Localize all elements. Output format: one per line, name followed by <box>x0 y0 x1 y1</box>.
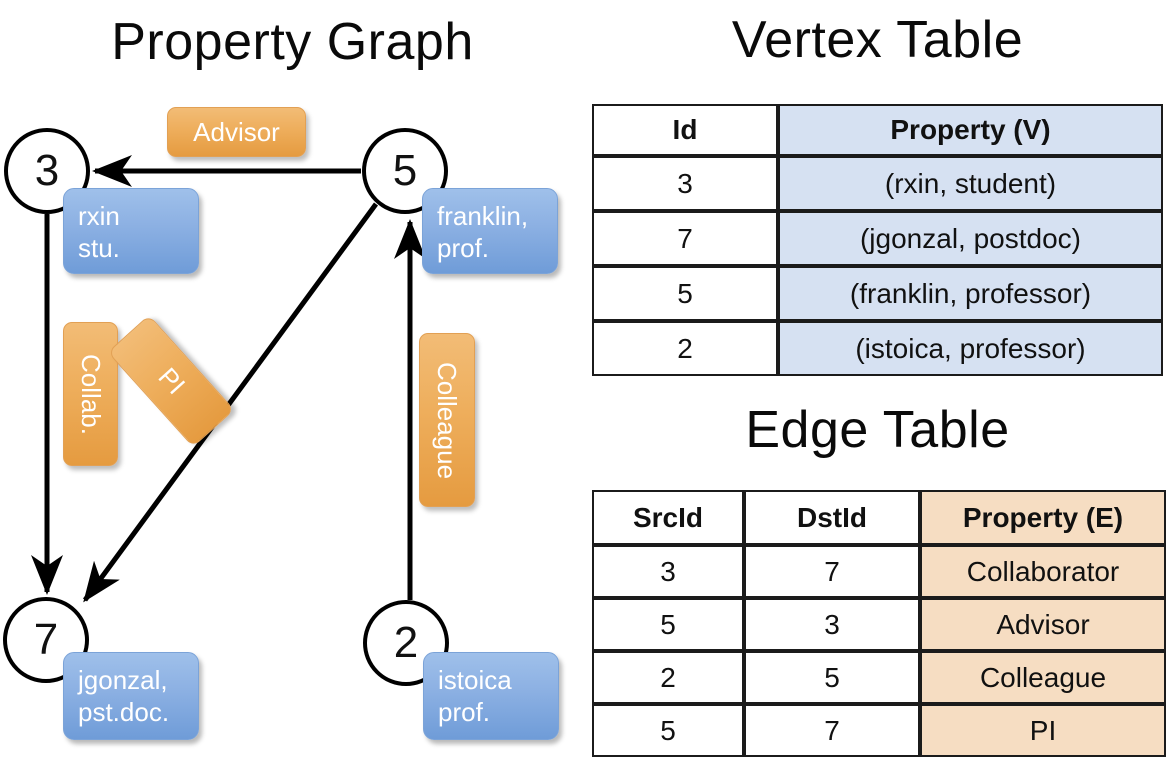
edge-5-to-7 <box>82 202 379 603</box>
edge-cell-srcid: 5 <box>592 704 744 757</box>
edge-cell-property: Colleague <box>920 651 1166 704</box>
vertex-cell-property: (rxin, student) <box>778 156 1163 211</box>
edge-table-header-row: SrcId DstId Property (E) <box>592 490 1166 545</box>
page-title-property-graph: Property Graph <box>111 13 474 71</box>
vertex-cell-property: (jgonzal, postdoc) <box>778 211 1163 266</box>
vertex-table-row: 7 (jgonzal, postdoc) <box>592 211 1163 266</box>
edge-table-header-srcid: SrcId <box>592 490 744 545</box>
edge-cell-srcid: 5 <box>592 598 744 651</box>
vertex-table: Id Property (V) 3 (rxin, student) 7 (jgo… <box>592 104 1163 376</box>
node-property-callout-7: jgonzal, pst.doc. <box>63 652 199 740</box>
edge-cell-dstid: 5 <box>744 651 920 704</box>
vertex-table-row: 2 (istoica, professor) <box>592 321 1163 376</box>
vertex-cell-property: (franklin, professor) <box>778 266 1163 321</box>
edge-cell-srcid: 3 <box>592 545 744 598</box>
node-property-callout-3: rxin stu. <box>63 188 199 274</box>
edge-cell-dstid: 3 <box>744 598 920 651</box>
vertex-table-header-row: Id Property (V) <box>592 104 1163 156</box>
edge-table-row: 5 7 PI <box>592 704 1166 757</box>
graph-node-5: 5 <box>362 128 448 214</box>
vertex-table-header-property: Property (V) <box>778 104 1163 156</box>
node-property-callout-2: istoica prof. <box>423 652 559 740</box>
edge-cell-property: PI <box>920 704 1166 757</box>
vertex-cell-property: (istoica, professor) <box>778 321 1163 376</box>
edge-cell-dstid: 7 <box>744 545 920 598</box>
edge-table-header-dstid: DstId <box>744 490 920 545</box>
graph-node-5-id: 5 <box>392 146 418 195</box>
vertex-cell-id: 2 <box>592 321 778 376</box>
graph-node-7-id: 7 <box>33 615 59 664</box>
edge-badge-colleague: Colleague <box>419 333 475 507</box>
edge-badge-colleague-label: Colleague <box>432 361 463 479</box>
edge-cell-property: Advisor <box>920 598 1166 651</box>
edge-cell-dstid: 7 <box>744 704 920 757</box>
property-graph-panel: Property Graph Advisor Collab. PI Collea… <box>3 13 559 740</box>
edge-table-row: 5 3 Advisor <box>592 598 1166 651</box>
edge-badge-collab: Collab. <box>63 322 118 466</box>
edge-badge-advisor: Advisor <box>167 107 306 157</box>
edge-badge-pi-label: PI <box>151 361 191 400</box>
vertex-table-header-id: Id <box>592 104 778 156</box>
edge-table-header-property: Property (E) <box>920 490 1166 545</box>
page-title-edge-table: Edge Table <box>745 401 1010 459</box>
edge-badge-advisor-label: Advisor <box>193 116 280 147</box>
page-title-vertex-table: Vertex Table <box>731 11 1024 69</box>
vertex-cell-id: 3 <box>592 156 778 211</box>
graph-node-3-id: 3 <box>34 146 60 195</box>
edge-table-row: 3 7 Collaborator <box>592 545 1166 598</box>
vertex-table-row: 3 (rxin, student) <box>592 156 1163 211</box>
edge-cell-property: Collaborator <box>920 545 1166 598</box>
graph-node-2-id: 2 <box>393 618 419 667</box>
vertex-cell-id: 7 <box>592 211 778 266</box>
vertex-table-row: 5 (franklin, professor) <box>592 266 1163 321</box>
node-property-callout-5: franklin, prof. <box>422 188 558 274</box>
edge-table-row: 2 5 Colleague <box>592 651 1166 704</box>
edge-table: SrcId DstId Property (E) 3 7 Collaborato… <box>592 490 1166 757</box>
graph-edges-layer <box>31 155 426 603</box>
edge-badge-collab-label: Collab. <box>76 353 106 435</box>
graph-node-2: 2 <box>363 600 449 686</box>
vertex-cell-id: 5 <box>592 266 778 321</box>
edge-cell-srcid: 2 <box>592 651 744 704</box>
